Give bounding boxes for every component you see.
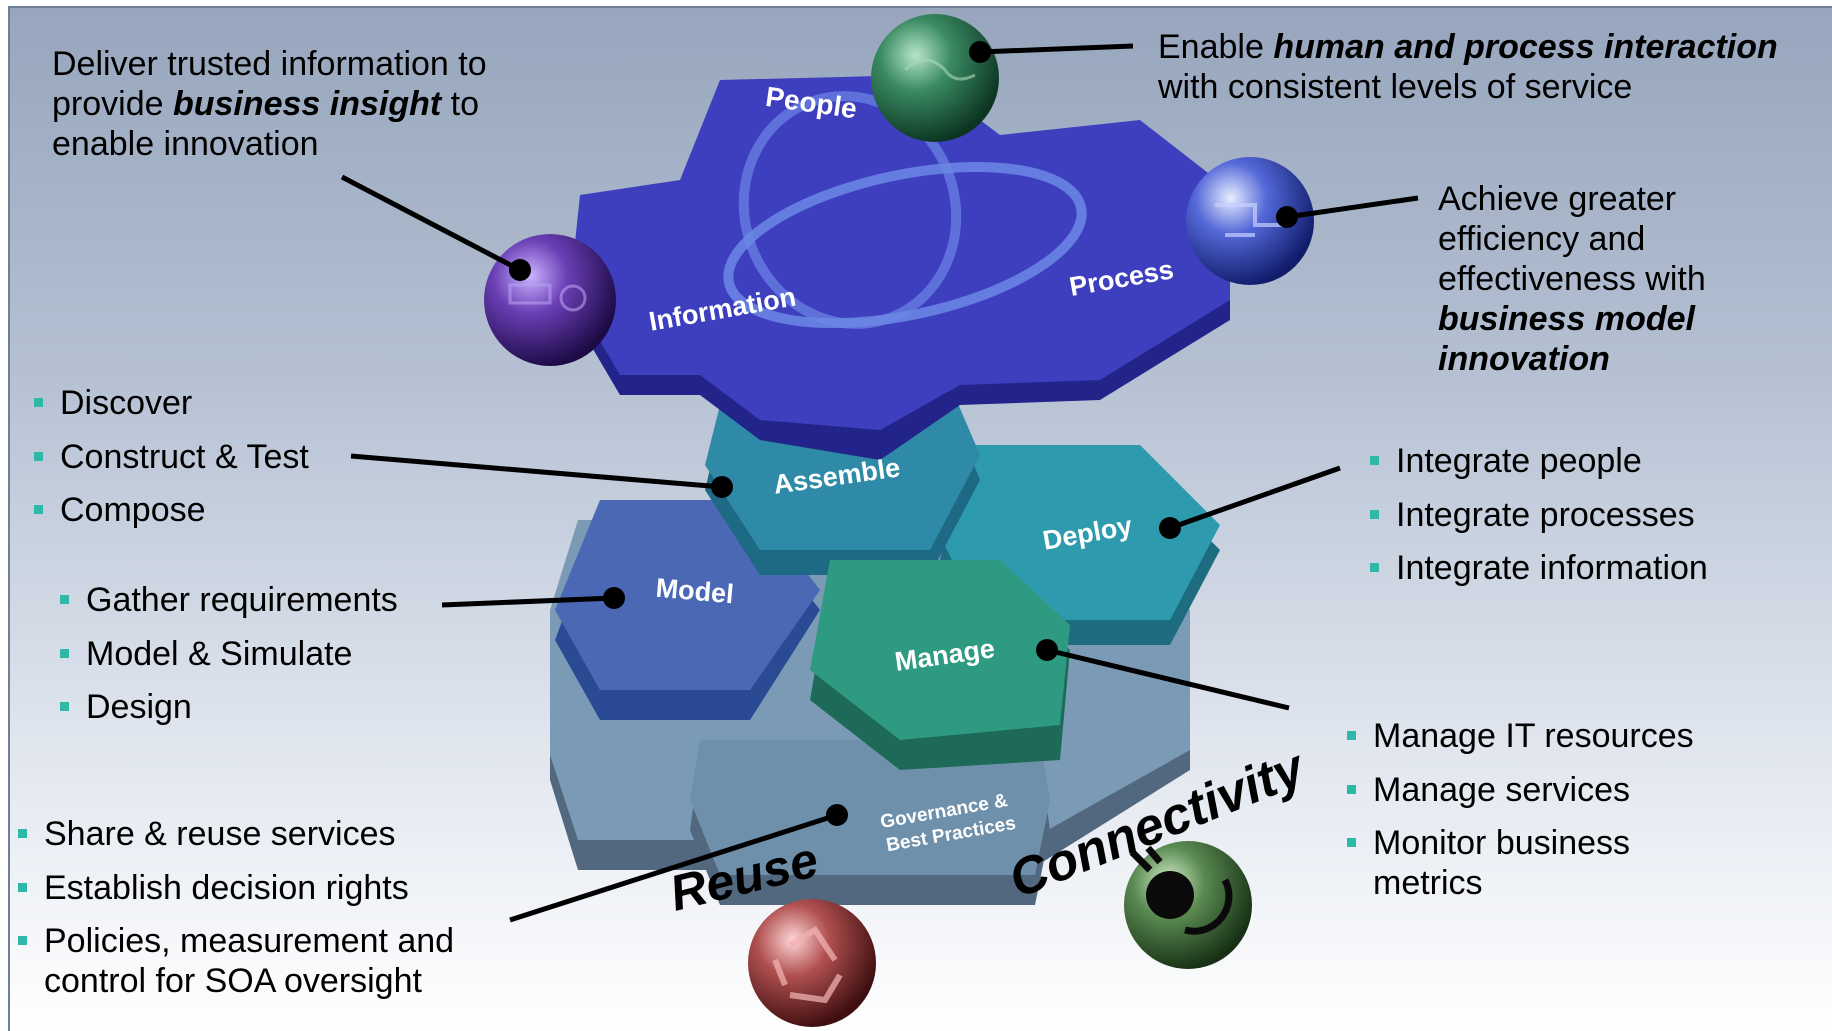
list-item: Design <box>60 687 480 727</box>
hex-label-model: Model <box>655 573 735 610</box>
list-item: Integrate people <box>1370 441 1790 481</box>
list-item: Establish decision rights <box>18 868 518 908</box>
connector-lines <box>340 43 1419 923</box>
process-callout: Achieve greater efficiency and effective… <box>1438 180 1706 378</box>
model-list: Gather requirements Model & Simulate Des… <box>60 580 480 741</box>
deploy-list: Integrate people Integrate processes Int… <box>1370 441 1790 602</box>
list-item: Construct & Test <box>34 437 454 477</box>
green-globe-icon <box>871 14 999 142</box>
manage-hexagon <box>810 560 1070 770</box>
list-item: Discover <box>34 383 454 423</box>
list-item: Monitor business metrics <box>1347 823 1737 903</box>
list-item: Gather requirements <box>60 580 480 620</box>
governance-list: Share & reuse services Establish decisio… <box>18 814 518 1015</box>
people-callout: Enable human and process interaction wit… <box>1158 28 1778 106</box>
list-item: Manage IT resources <box>1347 716 1737 756</box>
manage-list: Manage IT resources Manage services Moni… <box>1347 716 1737 917</box>
connector-dots <box>509 41 1298 826</box>
list-item: Share & reuse services <box>18 814 518 854</box>
purple-globe-icon <box>484 234 616 366</box>
information-callout: Deliver trusted information to provide b… <box>52 45 487 163</box>
list-item: Model & Simulate <box>60 634 480 674</box>
assemble-list: Discover Construct & Test Compose <box>34 383 454 544</box>
information-callout-emphasis: business insight <box>172 85 442 123</box>
blue-globe-icon <box>1186 157 1314 285</box>
list-item: Compose <box>34 490 454 530</box>
people-callout-emphasis: human and process interaction <box>1273 28 1778 66</box>
list-item: Integrate information <box>1370 548 1790 588</box>
list-item: Policies, measurement and control for SO… <box>18 921 518 1001</box>
plug-globe-icon <box>1124 841 1252 969</box>
list-item: Integrate processes <box>1370 495 1790 535</box>
process-callout-emphasis: business model innovation <box>1438 300 1695 378</box>
list-item: Manage services <box>1347 770 1737 810</box>
recycle-globe-icon <box>748 899 876 1027</box>
top-hexagon-layer <box>570 75 1230 460</box>
